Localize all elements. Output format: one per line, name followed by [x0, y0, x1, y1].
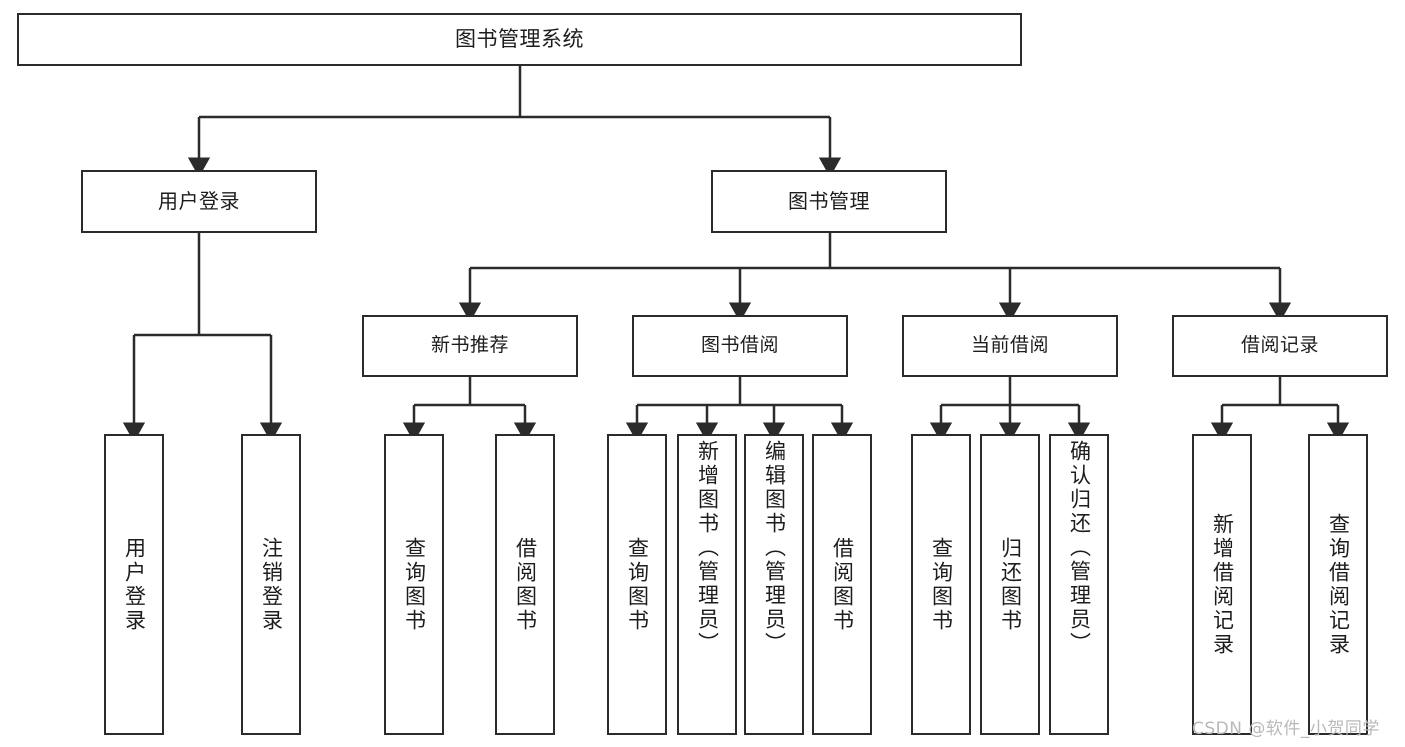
node-leaf-add-book-admin[interactable]: 新增图书（管理员）	[677, 434, 737, 735]
node-leaf-current-query-book[interactable]: 查询图书	[911, 434, 971, 735]
node-label: 新书推荐	[430, 334, 509, 357]
node-label: 新增借阅记录	[1210, 512, 1235, 657]
node-label: 图书管理	[788, 189, 870, 213]
node-label: 新增图书（管理员）	[695, 440, 720, 656]
node-user-login[interactable]: 用户登录	[81, 170, 317, 233]
node-label: 注销登录	[259, 536, 284, 633]
node-leaf-return-book[interactable]: 归还图书	[980, 434, 1040, 735]
node-leaf-confirm-return-admin[interactable]: 确认归还（管理员）	[1049, 434, 1109, 735]
node-root-system[interactable]: 图书管理系统	[17, 13, 1022, 66]
node-book-management[interactable]: 图书管理	[711, 170, 947, 233]
node-label: 确认归还（管理员）	[1067, 440, 1092, 656]
node-book-borrow[interactable]: 图书借阅	[632, 315, 848, 377]
node-label: 借阅图书	[830, 536, 855, 633]
node-label: 图书管理系统	[455, 27, 584, 52]
watermark-text: CSDN @软件_小贺同学	[1192, 719, 1380, 739]
node-label: 当前借阅	[970, 334, 1049, 357]
node-label: 编辑图书（管理员）	[762, 440, 787, 656]
node-label: 归还图书	[998, 536, 1023, 633]
node-leaf-logout[interactable]: 注销登录	[241, 434, 301, 735]
node-leaf-query-borrow-record[interactable]: 查询借阅记录	[1308, 434, 1368, 735]
node-leaf-recommend-query-book[interactable]: 查询图书	[384, 434, 444, 735]
node-label: 图书借阅	[700, 334, 779, 357]
node-label: 借阅记录	[1240, 334, 1319, 357]
node-leaf-edit-book-admin[interactable]: 编辑图书（管理员）	[744, 434, 804, 735]
node-leaf-borrow-query-book[interactable]: 查询图书	[607, 434, 667, 735]
node-label: 用户登录	[158, 189, 240, 213]
node-new-book-recommend[interactable]: 新书推荐	[362, 315, 578, 377]
node-label: 借阅图书	[513, 536, 538, 633]
node-leaf-recommend-borrow-book[interactable]: 借阅图书	[495, 434, 555, 735]
node-label: 用户登录	[122, 536, 147, 633]
node-current-borrow[interactable]: 当前借阅	[902, 315, 1118, 377]
node-label: 查询图书	[625, 536, 650, 633]
node-leaf-add-borrow-record[interactable]: 新增借阅记录	[1192, 434, 1252, 735]
node-leaf-user-login[interactable]: 用户登录	[104, 434, 164, 735]
node-borrow-record[interactable]: 借阅记录	[1172, 315, 1388, 377]
node-label: 查询借阅记录	[1326, 512, 1351, 657]
node-leaf-borrow-book[interactable]: 借阅图书	[812, 434, 872, 735]
node-label: 查询图书	[929, 536, 954, 633]
node-label: 查询图书	[402, 536, 427, 633]
